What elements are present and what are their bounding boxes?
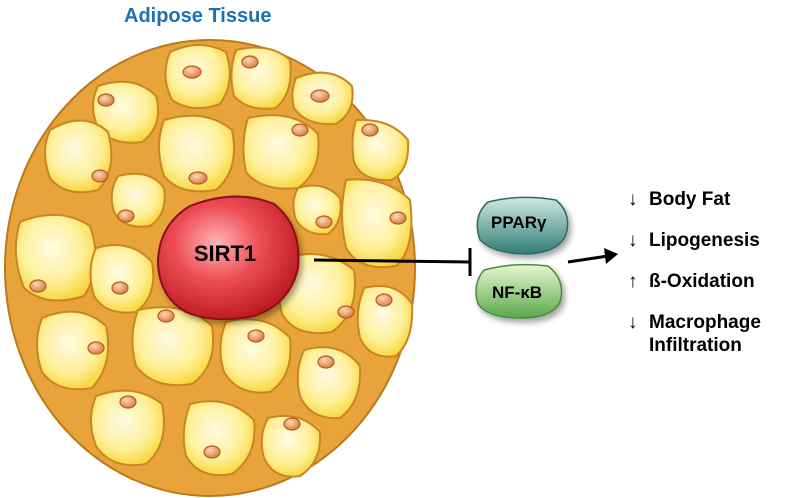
effect-label: Body Fat bbox=[649, 189, 731, 210]
down-arrow-icon: ↓ bbox=[628, 230, 638, 251]
nucleus bbox=[337, 305, 355, 319]
nucleus bbox=[315, 215, 333, 229]
adipocyte bbox=[36, 310, 110, 391]
nucleus bbox=[29, 279, 47, 293]
nucleus bbox=[241, 55, 259, 69]
adipocyte bbox=[158, 114, 235, 193]
adipocyte bbox=[296, 346, 362, 420]
nucleus bbox=[203, 445, 221, 459]
down-arrow-icon: ↓ bbox=[628, 312, 638, 333]
effect-beta-oxidation: ↑ ß-Oxidation bbox=[628, 270, 761, 293]
nucleus bbox=[117, 209, 135, 223]
adipocyte bbox=[351, 118, 410, 182]
nucleus bbox=[317, 355, 335, 369]
nucleus bbox=[361, 123, 379, 137]
adipocyte bbox=[260, 414, 322, 478]
pparg-blob bbox=[476, 196, 569, 255]
nucleus bbox=[247, 329, 265, 343]
activation-arrowhead bbox=[604, 248, 618, 264]
nucleus bbox=[182, 65, 202, 79]
nucleus bbox=[119, 395, 137, 409]
nucleus bbox=[310, 89, 330, 103]
sirt1-label: SIRT1 bbox=[193, 241, 257, 266]
adipocyte bbox=[230, 46, 292, 110]
adipocyte bbox=[219, 318, 292, 394]
pparg-label: PPARγ bbox=[491, 213, 547, 232]
effect-label: Lipogenesis bbox=[649, 230, 760, 251]
effect-body-fat: ↓ Body Fat bbox=[628, 188, 761, 211]
diagram-title: Adipose Tissue bbox=[124, 5, 272, 27]
effect-lipogenesis: ↓ Lipogenesis bbox=[628, 229, 761, 252]
down-arrow-icon: ↓ bbox=[628, 189, 638, 210]
activation-line bbox=[567, 254, 609, 264]
adipocyte-nuclei bbox=[29, 55, 407, 459]
effect-label: ß-Oxidation bbox=[649, 271, 755, 292]
nucleus bbox=[91, 169, 109, 183]
up-arrow-icon: ↑ bbox=[628, 271, 638, 292]
nucleus bbox=[291, 123, 309, 137]
nucleus bbox=[375, 293, 393, 307]
adipocyte bbox=[292, 184, 342, 236]
effects-list: ↓ Body Fat ↓ Lipogenesis ↑ ß-Oxidation ↓… bbox=[628, 188, 761, 375]
adipocyte bbox=[182, 400, 256, 477]
nucleus bbox=[389, 211, 407, 225]
adipocyte-cells bbox=[14, 44, 414, 478]
effect-label-line2: Infiltration bbox=[649, 335, 742, 356]
inhibition-line bbox=[313, 258, 471, 264]
effect-macrophage-infiltration: ↓ Macrophage Infiltration bbox=[628, 311, 761, 357]
adipocyte bbox=[242, 114, 320, 190]
adipocyte bbox=[14, 213, 97, 302]
adipocyte bbox=[341, 178, 413, 269]
nucleus bbox=[97, 93, 115, 107]
adipocyte bbox=[89, 244, 155, 314]
nucleus bbox=[111, 281, 129, 295]
effect-label: Macrophage bbox=[649, 312, 761, 333]
nucleus bbox=[188, 171, 208, 185]
nfkb-blob bbox=[475, 263, 563, 319]
adipocyte bbox=[90, 389, 165, 467]
nucleus bbox=[157, 309, 175, 323]
nfkb-label: NF-κB bbox=[492, 283, 543, 302]
adipocyte bbox=[356, 285, 414, 358]
nucleus bbox=[283, 417, 301, 431]
nucleus bbox=[87, 341, 105, 355]
sirt1-blob bbox=[156, 195, 300, 321]
